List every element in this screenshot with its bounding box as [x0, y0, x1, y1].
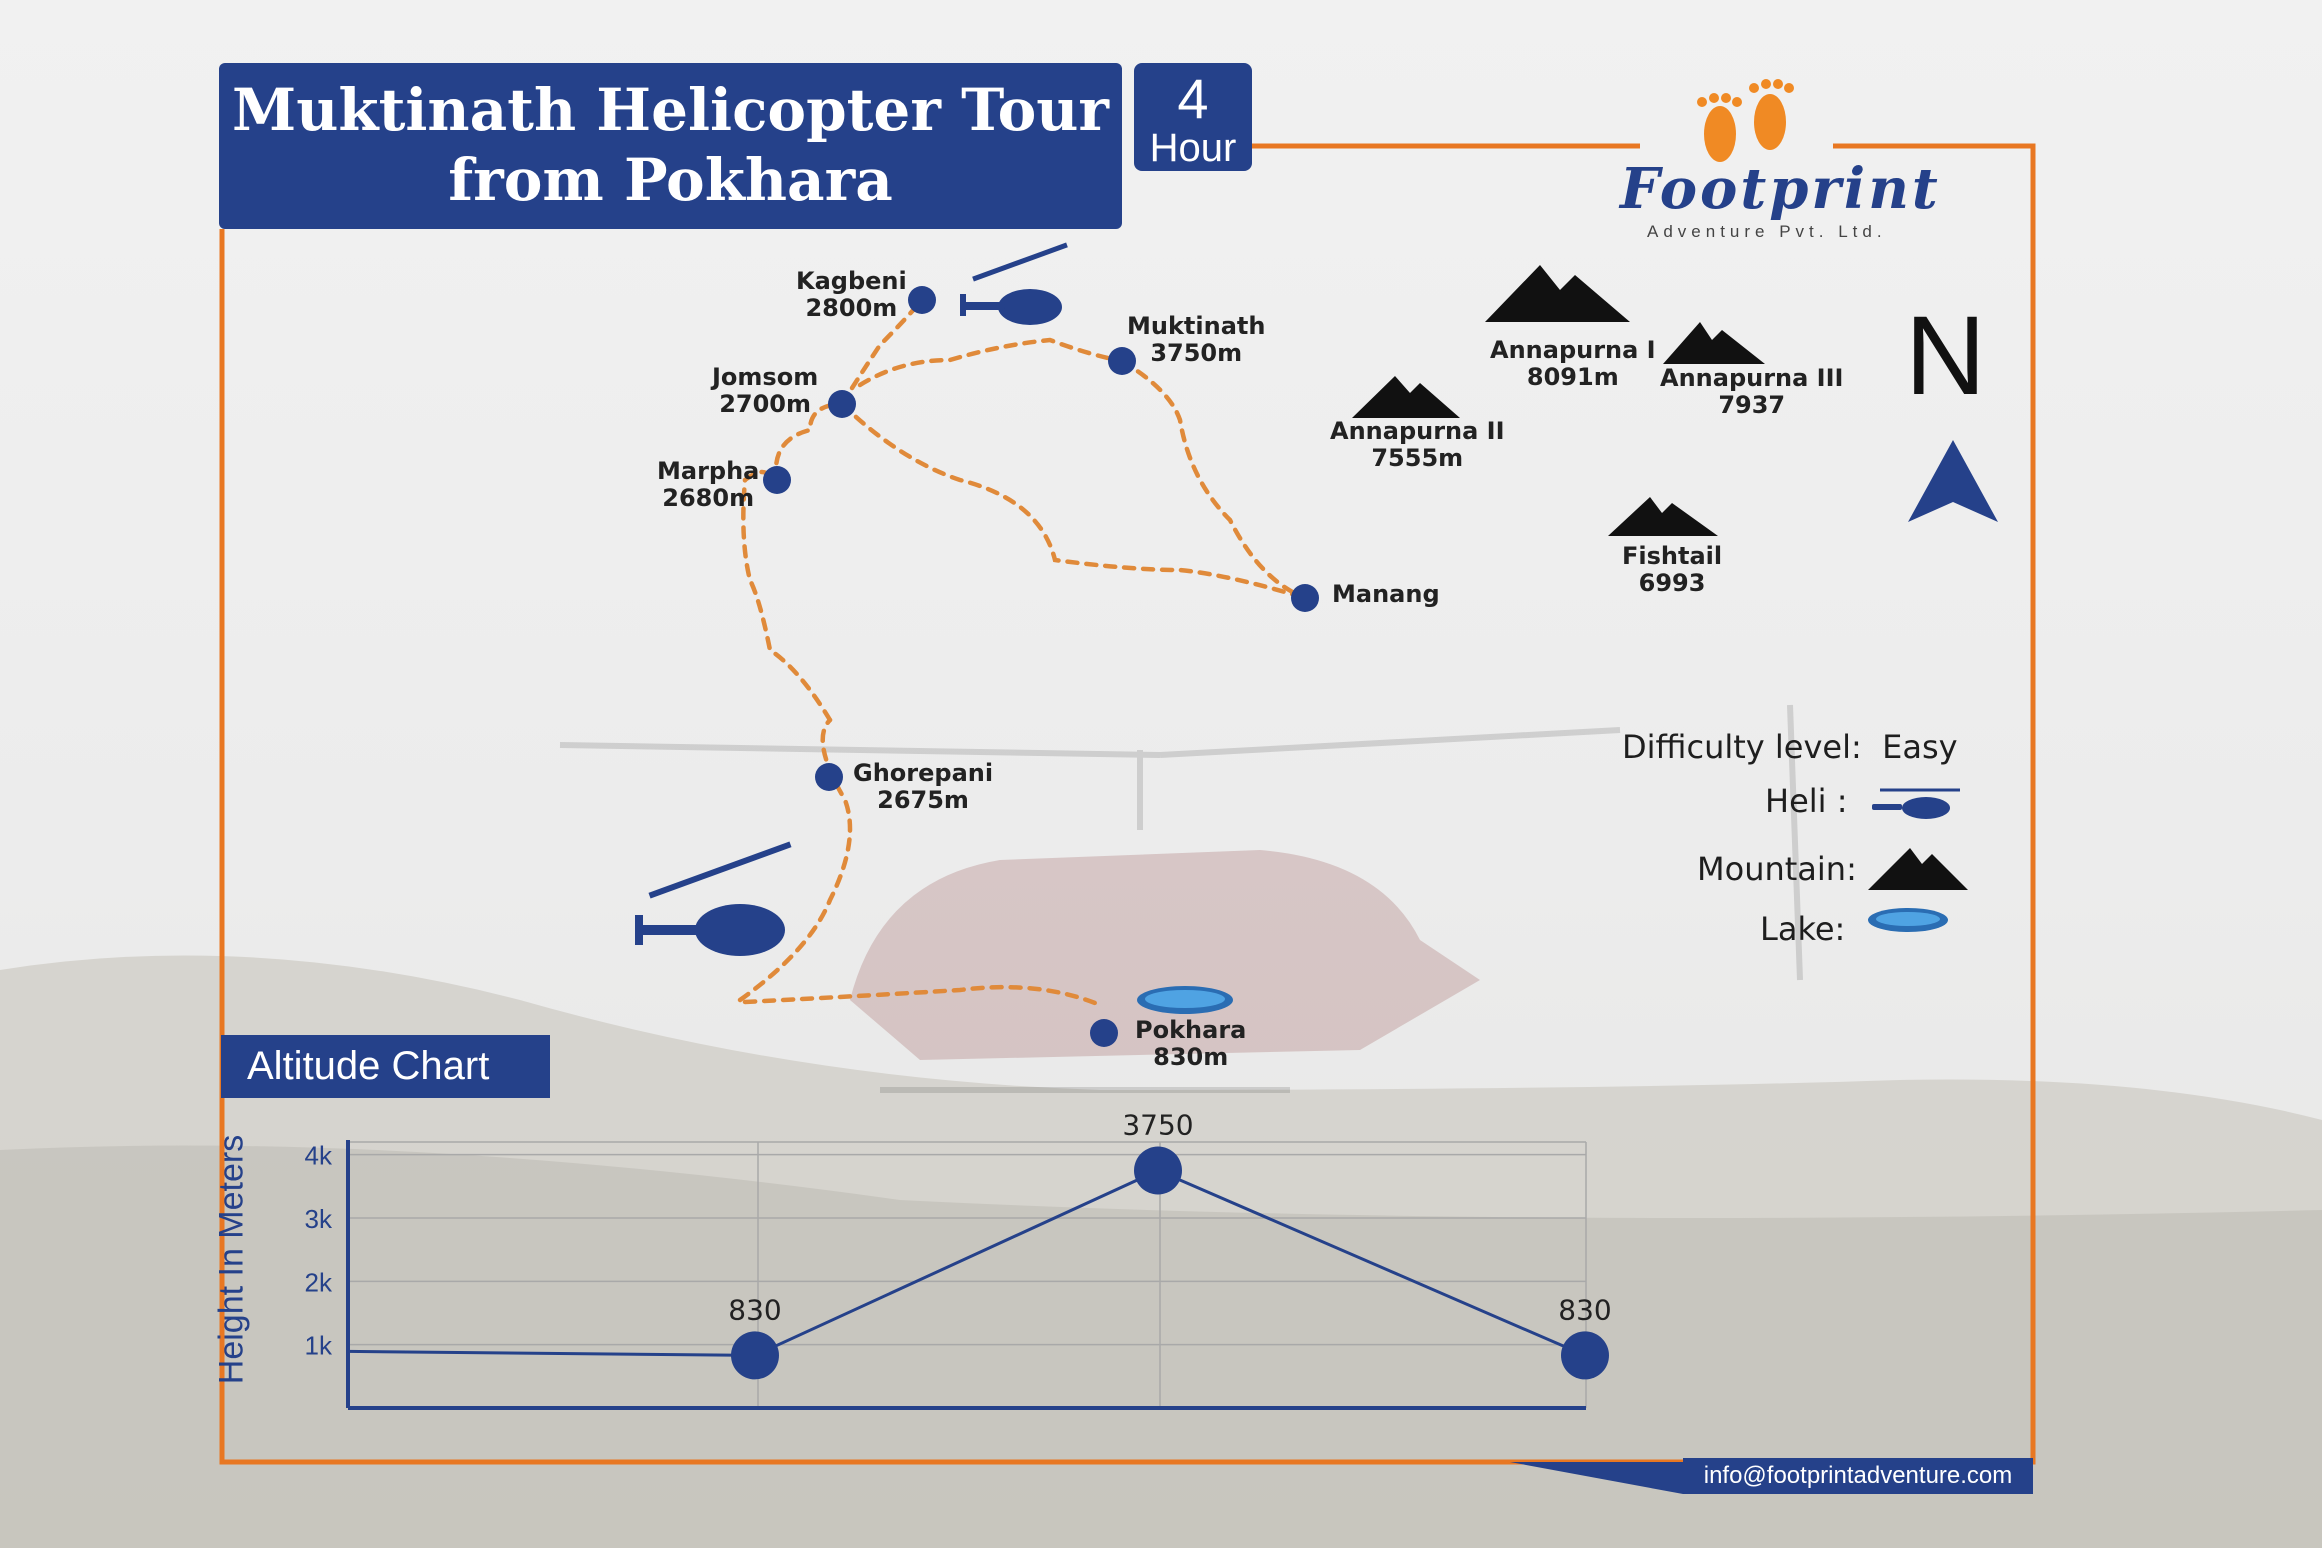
title-line-2: from Pokhara — [448, 146, 893, 214]
marker-kagbeni — [908, 286, 936, 314]
legend-lake-label: Lake: — [1760, 910, 1846, 948]
altitude-data-label: 3750 — [1122, 1109, 1193, 1142]
altitude-point — [731, 1331, 779, 1380]
legend-mountain-icon — [1868, 848, 1968, 890]
helicopter-icon — [960, 242, 1068, 325]
marker-ghorepani — [815, 763, 843, 791]
label-manang: Manang — [1332, 580, 1440, 608]
marker-pokhara — [1090, 1019, 1118, 1047]
footprint-logo-icon — [1697, 79, 1794, 162]
route-marpha-jomsom — [773, 401, 845, 485]
legend-heli-icon — [1872, 788, 1960, 819]
altitude-data-label: 830 — [728, 1293, 781, 1326]
altitude-series-line — [347, 1168, 1586, 1357]
y-tick-label: 4k — [305, 1141, 333, 1171]
duration-badge: 4 Hour — [1134, 63, 1252, 171]
north-arrow-icon — [1908, 440, 1998, 522]
brand-name: Footprint — [1620, 156, 1941, 222]
legend-lake-icon — [1868, 908, 1948, 932]
y-tick-label: 2k — [305, 1267, 333, 1297]
marker-manang — [1291, 584, 1319, 612]
route-jomsom-manang — [839, 401, 1308, 601]
y-tick-label: 1k — [305, 1331, 333, 1361]
mountain-icon — [1352, 265, 1765, 536]
altitude-point — [1561, 1331, 1609, 1380]
duration-unit: Hour — [1149, 126, 1237, 170]
lake-icon — [1137, 986, 1233, 1014]
legend-difficulty: Difficulty level: Easy — [1622, 728, 1958, 766]
route-pokhara-ghorepani — [737, 717, 853, 1003]
legend-heli-label: Heli : — [1765, 782, 1848, 820]
contact-email: info@footprintadventure.com — [1683, 1458, 2033, 1494]
brand-subtitle: Adventure Pvt. Ltd. — [1647, 222, 1887, 241]
altitude-point — [1134, 1146, 1182, 1195]
route-kagbeni-muktinath — [857, 337, 1125, 388]
difficulty-value: Easy — [1882, 728, 1958, 766]
route-jomsom-kagbeni — [839, 297, 925, 407]
tour-title: Muktinath Helicopter Tour from Pokhara — [219, 63, 1122, 229]
marker-jomsom — [828, 390, 856, 418]
helicopter-icon — [635, 841, 792, 956]
altitude-data-label: 830 — [1558, 1293, 1611, 1326]
altitude-chart-heading: Altitude Chart — [221, 1035, 550, 1098]
marker-marpha — [763, 466, 791, 494]
title-line-1: Muktinath Helicopter Tour — [232, 76, 1109, 144]
legend-mountain-label: Mountain: — [1697, 850, 1857, 888]
marker-muktinath — [1108, 347, 1136, 375]
route-ghorepani-marpha — [741, 469, 833, 723]
y-tick-label: 3k — [305, 1204, 333, 1234]
north-label: N — [1905, 293, 1986, 418]
route-pokhara-helipad — [742, 984, 1103, 1008]
duration-value: 4 — [1177, 67, 1209, 130]
